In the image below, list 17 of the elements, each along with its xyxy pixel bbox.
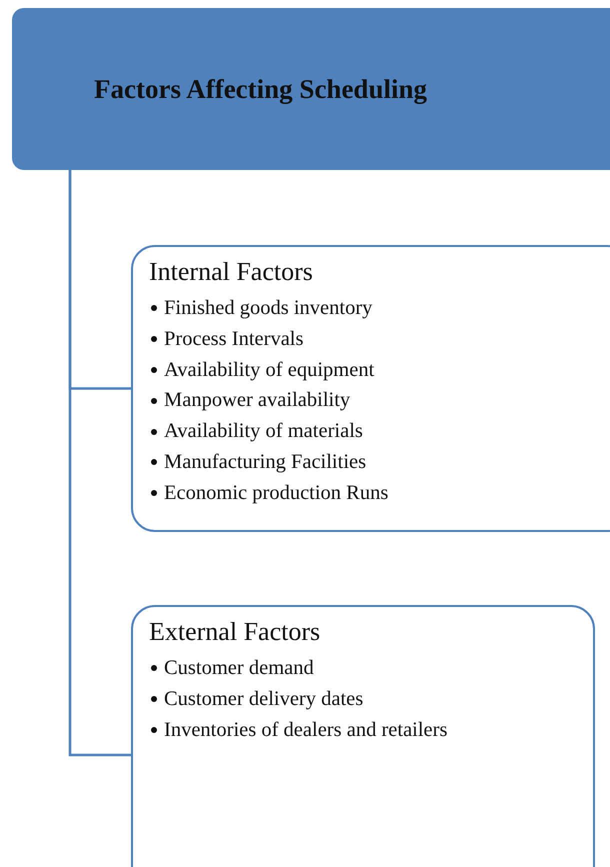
- bullet-item: Customer demand: [164, 656, 314, 681]
- bullet-item: Availability of equipment: [164, 358, 374, 383]
- factor-card: [131, 605, 595, 867]
- title-box: [12, 8, 610, 170]
- bullet-item: Inventories of dealers and retailers: [164, 718, 448, 743]
- card-heading: Internal Factors: [149, 257, 314, 287]
- title-text: Factors Affecting Scheduling: [94, 74, 427, 104]
- bullet-item: Manufacturing Facilities: [164, 450, 366, 475]
- connector-line: [68, 170, 131, 756]
- bullet-item: Customer delivery dates: [164, 686, 364, 712]
- factor-card: [131, 245, 610, 532]
- bullet-item: Availability of materials: [164, 419, 363, 444]
- bullet-item: Manpower availability: [164, 388, 350, 414]
- bullet-item: Finished goods inventory: [164, 296, 372, 321]
- bullet-item: Economic production Runs: [164, 480, 388, 506]
- bullet-item: Process Intervals: [164, 326, 304, 352]
- card-heading: External Factors: [149, 617, 322, 647]
